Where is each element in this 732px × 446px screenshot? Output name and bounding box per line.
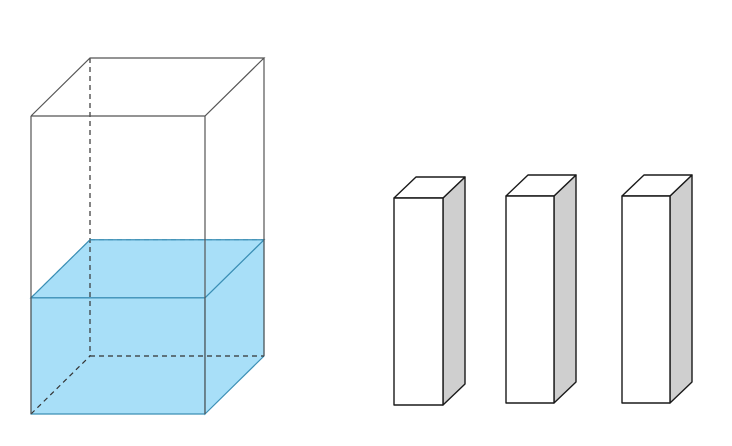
container-top-rim — [30, 57, 266, 117]
cuboid-bar — [621, 174, 693, 404]
water-container — [29, 57, 266, 416]
cuboid-bar-side-face — [553, 174, 577, 404]
cuboid-bar-front-face — [505, 195, 555, 404]
hidden-water-left-depth-edge — [30, 239, 91, 299]
cuboid-bar-front-face — [393, 197, 444, 406]
cuboid-bars — [393, 174, 693, 406]
cuboid-bar — [393, 176, 466, 406]
cuboid-bar-side-face — [442, 176, 466, 406]
cuboid-bar-side-face — [669, 174, 693, 404]
hidden-left-bottom-depth-edge — [30, 355, 91, 415]
cuboid-bar — [505, 174, 577, 404]
cuboid-bar-front-face — [621, 195, 671, 404]
